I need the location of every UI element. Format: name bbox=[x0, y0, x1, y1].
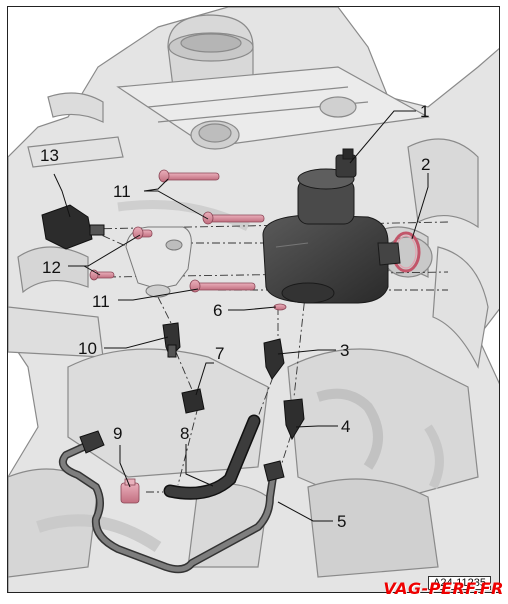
exploded-view-illustration: 1 2 3 4 5 6 7 8 9 10 11 11 12 13 bbox=[8, 7, 499, 592]
callout-3: 3 bbox=[340, 341, 349, 360]
callout-9: 9 bbox=[113, 424, 122, 443]
pump-flange bbox=[125, 226, 192, 298]
hose-sleeve bbox=[181, 388, 205, 414]
callout-5: 5 bbox=[337, 512, 346, 531]
clamp bbox=[120, 478, 140, 504]
callout-1: 1 bbox=[420, 102, 429, 121]
sensor bbox=[41, 204, 105, 250]
callout-11-upper: 11 bbox=[113, 182, 131, 201]
callout-2: 2 bbox=[421, 155, 430, 174]
fuel-hose bbox=[163, 414, 261, 500]
engine-background bbox=[8, 7, 499, 592]
connector-4 bbox=[283, 398, 305, 441]
connector-3 bbox=[263, 338, 285, 380]
union-fitting bbox=[162, 322, 181, 358]
high-pressure-pump bbox=[262, 148, 401, 304]
callout-6: 6 bbox=[213, 301, 222, 320]
callout-12: 12 bbox=[42, 258, 61, 277]
callout-7: 7 bbox=[215, 344, 224, 363]
callout-13: 13 bbox=[40, 146, 59, 165]
callout-11-lower: 11 bbox=[92, 292, 110, 311]
diagram-frame: 1 2 3 4 5 6 7 8 9 10 11 11 12 13 A24-112… bbox=[7, 6, 500, 593]
callout-10: 10 bbox=[78, 339, 97, 358]
watermark: VAG-PERF.FR bbox=[383, 579, 504, 598]
callout-4: 4 bbox=[341, 417, 350, 436]
callout-labels: 1 2 3 4 5 6 7 8 9 10 11 11 12 13 bbox=[40, 102, 430, 531]
callout-8: 8 bbox=[180, 424, 189, 443]
fuel-line bbox=[59, 430, 285, 574]
leader-lines bbox=[53, 110, 429, 522]
figure-reference-code: A24-11235 bbox=[427, 576, 491, 590]
